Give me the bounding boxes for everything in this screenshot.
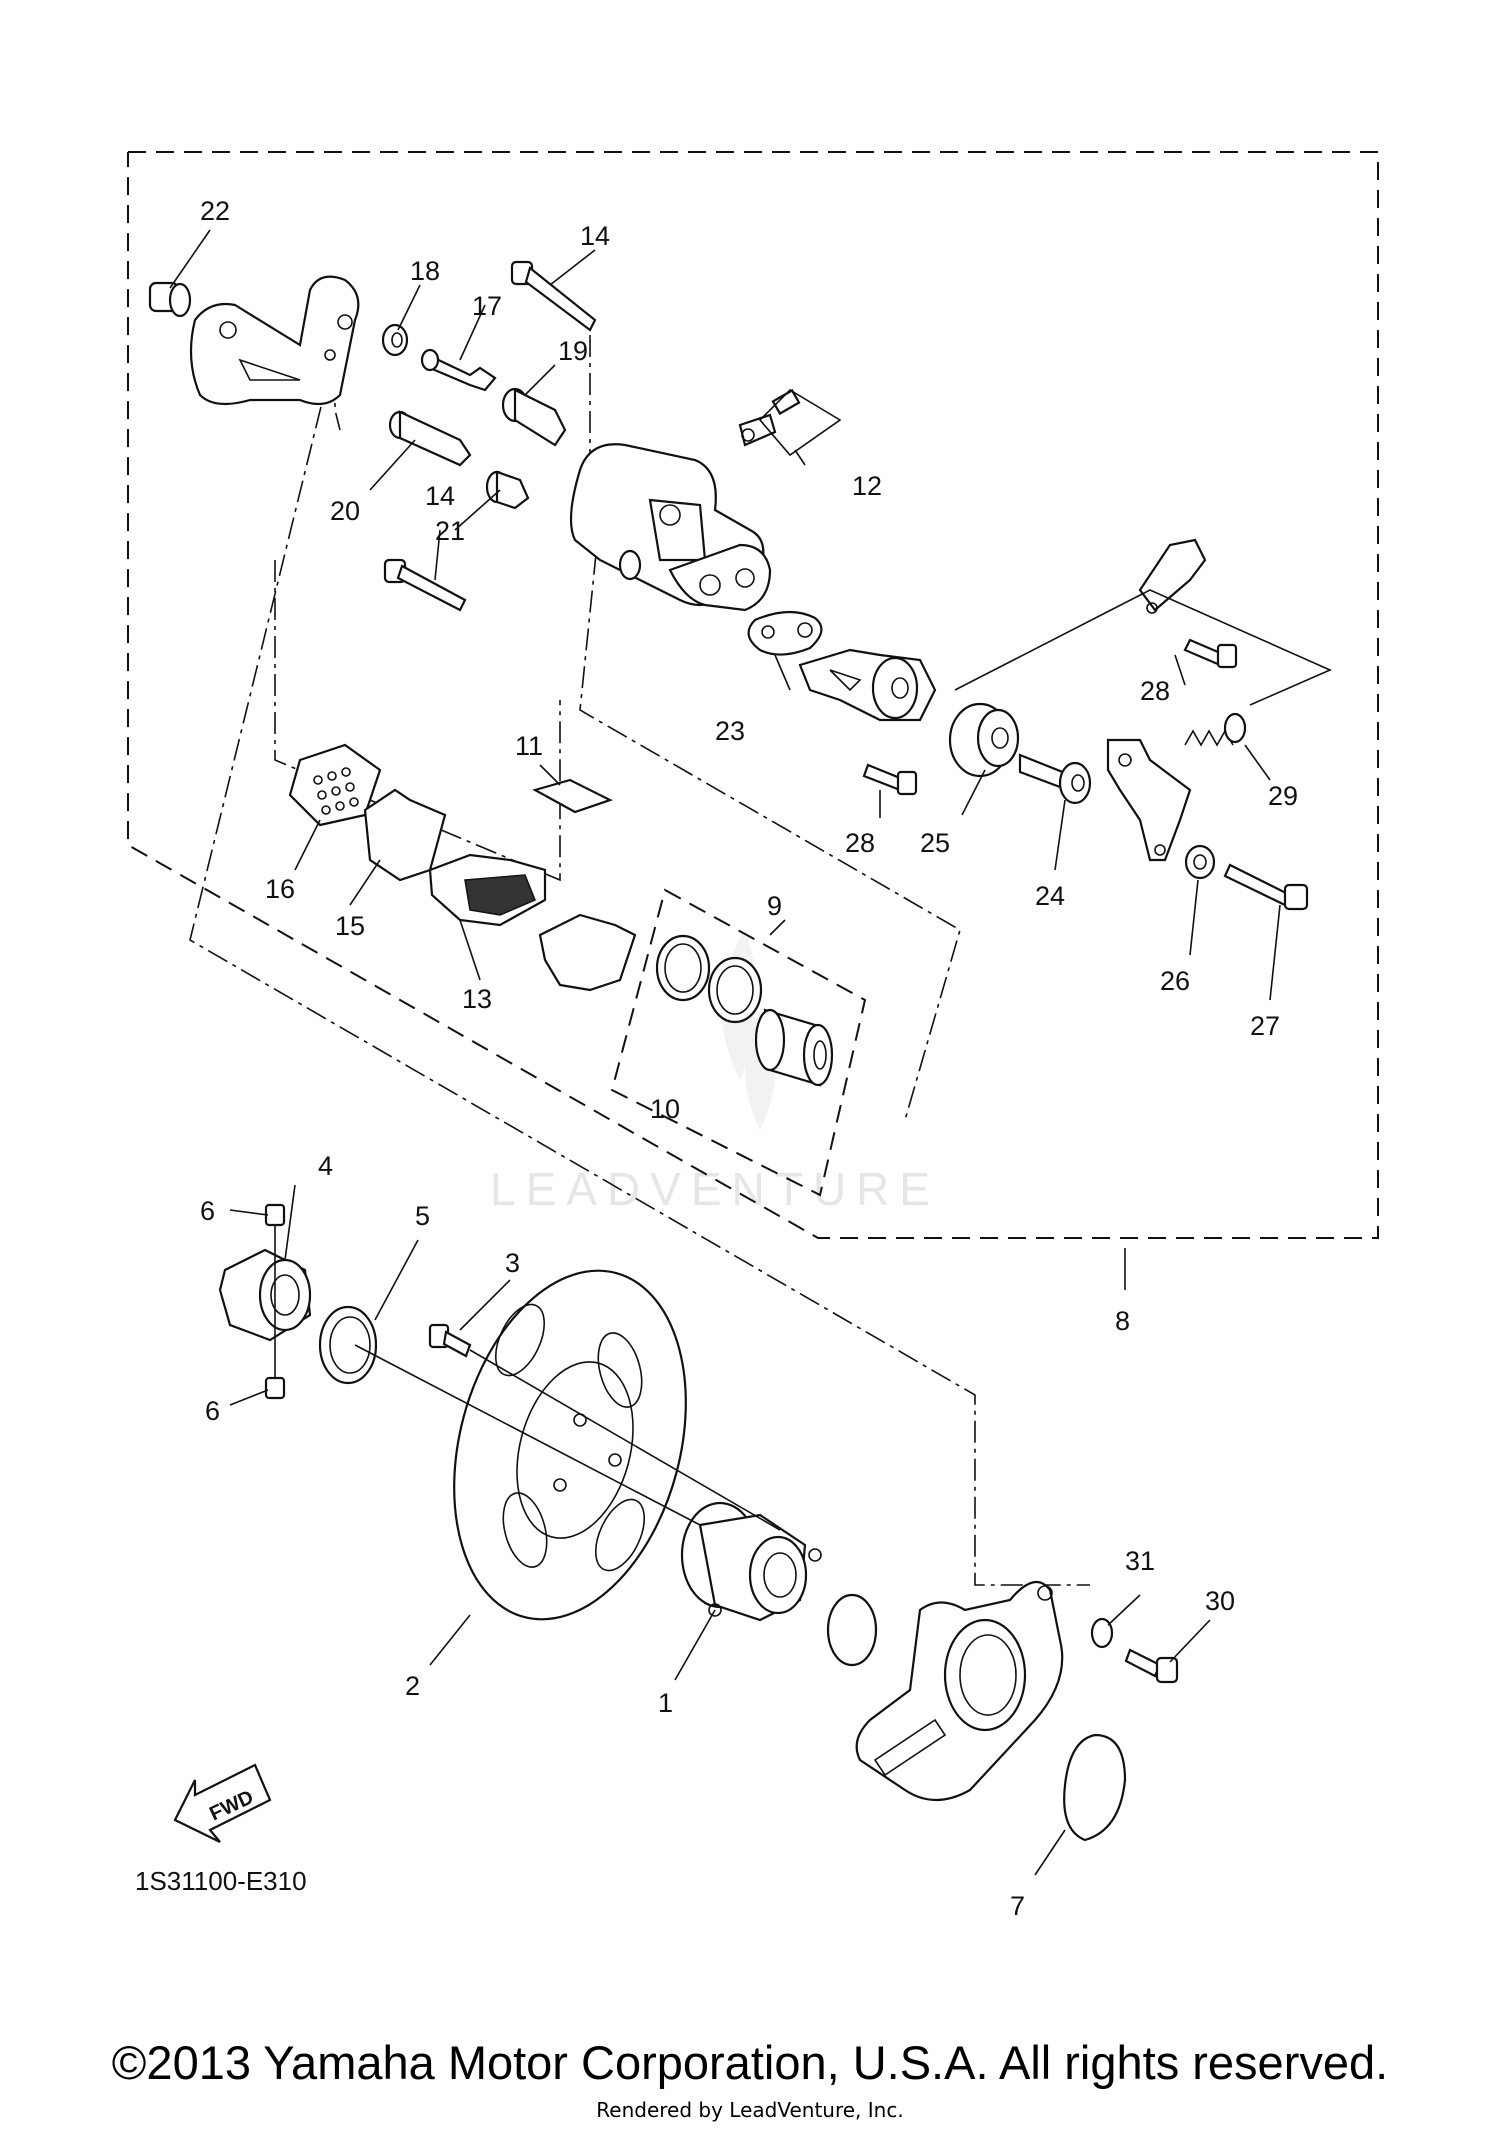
part-10-seals xyxy=(655,934,763,1024)
part-22-collar xyxy=(148,281,192,318)
callout-16: 16 xyxy=(265,874,295,904)
callout-5: 5 xyxy=(415,1201,430,1231)
callout-19: 19 xyxy=(558,336,588,366)
callout-3: 3 xyxy=(505,1248,520,1278)
part-7-circlip xyxy=(1063,1733,1127,1842)
callout-8: 8 xyxy=(1115,1306,1130,1336)
assembly-line-caliper xyxy=(579,514,961,1121)
callout-29: 29 xyxy=(1268,781,1298,811)
callout-18: 18 xyxy=(410,256,440,286)
callout-21: 21 xyxy=(435,516,465,546)
rendered-by-notice: Rendered by LeadVenture, Inc. xyxy=(596,2098,904,2122)
callout-28-low: 28 xyxy=(845,828,875,858)
watermark-text: LEADVENTURE xyxy=(490,1163,940,1215)
callout-30: 30 xyxy=(1205,1586,1235,1616)
callout-9: 9 xyxy=(767,891,782,921)
callout-12: 12 xyxy=(852,471,882,501)
part-24-adjuster xyxy=(1018,753,1092,805)
part-27-bolt xyxy=(1223,863,1309,911)
caliper-assembly-boundary xyxy=(127,151,1379,1239)
callout-4: 4 xyxy=(318,1151,333,1181)
caliper-mount-bracket xyxy=(855,1580,1064,1801)
part-14-bolt-top xyxy=(510,260,597,332)
part-6-screw-bottom xyxy=(264,1376,286,1400)
callout-numbers: 22 18 17 14 19 12 20 14 21 23 28 29 11 1… xyxy=(200,196,1298,1921)
part-13-pads xyxy=(428,853,637,992)
part-23-gasket xyxy=(747,610,823,656)
part-18-washer xyxy=(381,323,409,357)
callout-2: 2 xyxy=(405,1671,420,1701)
part-25-ring xyxy=(948,702,1020,778)
callout-14-top: 14 xyxy=(580,221,610,251)
part-28-bolt-high xyxy=(1183,638,1238,669)
assembly-line-main xyxy=(189,369,1090,1586)
part-4-nut xyxy=(218,1248,312,1342)
fwd-arrow: FWD xyxy=(173,1763,272,1843)
callout-22: 22 xyxy=(200,196,230,226)
part-20-pin xyxy=(388,410,472,467)
callout-25: 25 xyxy=(920,828,950,858)
callout-20: 20 xyxy=(330,496,360,526)
part-28-bolt-low xyxy=(862,763,918,796)
callout-1: 1 xyxy=(658,1688,673,1718)
callout-leaders xyxy=(169,229,1281,1876)
part-31-washer xyxy=(1090,1617,1114,1649)
axis-line-washer xyxy=(354,1344,701,1526)
part-code: 1S31100-E310 xyxy=(135,1866,307,1896)
callout-31: 31 xyxy=(1125,1546,1155,1576)
callout-14-bottom: 14 xyxy=(425,481,455,511)
part-11-spring xyxy=(532,778,613,814)
callout-6-top: 6 xyxy=(200,1196,215,1226)
callout-11: 11 xyxy=(515,731,543,761)
part-19-boot xyxy=(501,387,567,447)
callout-23: 23 xyxy=(715,716,745,746)
caliper-body xyxy=(569,443,772,612)
part-17-pin xyxy=(420,348,497,392)
o-ring xyxy=(826,1593,878,1667)
part-15-plate xyxy=(363,788,447,882)
callout-26: 26 xyxy=(1160,966,1190,996)
axis-line-bolt xyxy=(469,1349,781,1531)
callout-15: 15 xyxy=(335,911,365,941)
copyright-notice: ©2013 Yamaha Motor Corporation, U.S.A. A… xyxy=(111,2036,1389,2089)
part-14-bolt-bottom xyxy=(383,558,467,612)
callout-28-high: 28 xyxy=(1140,676,1170,706)
piston-kit-boundary xyxy=(610,888,867,1197)
bracket-leader xyxy=(954,589,1332,706)
part-12-bleeder xyxy=(738,388,842,457)
part-2-disc xyxy=(453,1269,687,1621)
part-6-screw-top xyxy=(264,1203,286,1227)
parking-bracket xyxy=(1106,738,1192,862)
callout-7: 7 xyxy=(1010,1891,1025,1921)
part-30-bolt xyxy=(1124,1648,1179,1684)
part-9-piston xyxy=(754,1008,834,1087)
caliper-bracket xyxy=(189,275,360,406)
callout-27: 27 xyxy=(1250,1011,1280,1041)
callout-10: 10 xyxy=(650,1094,680,1124)
part-3-bolt xyxy=(428,1323,472,1358)
part-5-washer xyxy=(318,1305,378,1385)
callout-6-bottom: 6 xyxy=(205,1396,220,1426)
top-bracket xyxy=(1138,538,1207,614)
part-1-hub xyxy=(680,1501,822,1622)
callout-13: 13 xyxy=(462,984,492,1014)
part-29-spring xyxy=(1184,712,1247,747)
parking-arm xyxy=(798,648,937,722)
callout-24: 24 xyxy=(1035,881,1065,911)
part-21-boot xyxy=(485,470,530,510)
part-26-nut xyxy=(1184,844,1216,880)
callout-17: 17 xyxy=(472,291,502,321)
